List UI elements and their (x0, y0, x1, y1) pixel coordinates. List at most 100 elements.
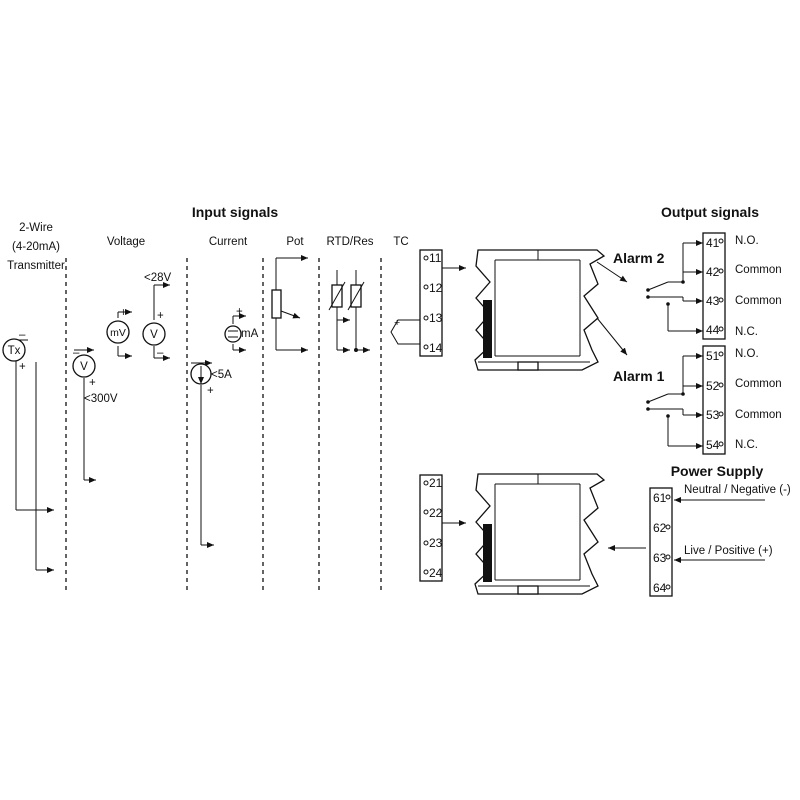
v-label-300v: V (80, 361, 88, 373)
ma-label: mA (241, 328, 259, 340)
column-label-tc: TC (393, 236, 408, 248)
voltmeter-28v (142, 322, 166, 346)
mv-plus: + (120, 307, 127, 319)
terminal-21-label: 21 (429, 476, 443, 490)
transmitter-symbol (2, 338, 26, 362)
terminal-51: 51 (706, 349, 724, 363)
label-28v: <28V (144, 272, 172, 284)
neutral-label: Neutral / Negative (-) (684, 484, 791, 496)
terminal-52: 52 (706, 379, 724, 393)
alarm1-terminal-block: 51 52 53 54 (702, 345, 726, 455)
terminal-44-label: 44 (706, 323, 720, 337)
terminal-51-label: 51 (706, 349, 720, 363)
alarm1-contact-common-2: Common (735, 409, 782, 421)
terminal-63: 63 (653, 551, 671, 565)
terminal-41-label: 41 (706, 236, 720, 250)
column-label-2wire-line2: (4-20mA) (12, 241, 60, 253)
terminal-64-label: 64 (653, 581, 667, 595)
rtd-resistors (328, 270, 370, 353)
terminal-43: 43 (706, 294, 724, 308)
tx-minus: – (19, 329, 26, 341)
column-label-current: Current (209, 236, 248, 248)
aux-terminal-21: 21 (423, 476, 443, 490)
terminal-22-label: 22 (429, 506, 443, 520)
alarm2-contact-common-1: Common (735, 264, 782, 276)
aux-terminal-24: 24 (423, 566, 443, 580)
input-terminal-block: 11 12 13 14 (419, 249, 466, 357)
column-label-voltage: Voltage (107, 236, 145, 248)
aux-terminal-23: 23 (423, 536, 443, 550)
two-wire-transmitter: Tx – + (2, 329, 54, 573)
terminal-43-label: 43 (706, 294, 720, 308)
din-rail-module-lower (474, 473, 606, 595)
ma-plus: + (236, 306, 243, 318)
voltmeter-300v (72, 354, 96, 378)
terminal-12-label: 12 (429, 281, 443, 295)
terminal-24-label: 24 (429, 566, 443, 580)
alarm1-relay (646, 353, 703, 449)
alarm2-arrow (596, 261, 628, 283)
terminal-11-label: 11 (429, 251, 442, 265)
terminal-52-label: 52 (706, 379, 720, 393)
v-label-28v: V (150, 329, 158, 341)
alarm2-label: Alarm 2 (613, 250, 665, 266)
terminal-44: 44 (706, 323, 724, 337)
column-label-pot: Pot (286, 236, 304, 248)
column-separators (65, 258, 382, 590)
terminal-61-label: 61 (653, 491, 667, 505)
terminal-64: 64 (653, 581, 671, 595)
millivolt-source (106, 320, 130, 344)
v300-plus: + (89, 377, 96, 389)
terminal-62-label: 62 (653, 521, 667, 535)
terminal-14-label: 14 (429, 341, 443, 355)
alarm1-arrow (596, 317, 628, 356)
current-sources: mA + <5A + (190, 306, 259, 548)
v28-plus: + (157, 310, 164, 322)
potentiometer (271, 255, 308, 353)
power-terminal-block: 61 62 63 64 (649, 487, 673, 597)
din-rail-module-upper (474, 249, 606, 371)
thermocouple: + (390, 317, 420, 345)
alarm1-label: Alarm 1 (613, 368, 665, 384)
terminal-63-label: 63 (653, 551, 667, 565)
milliamp-source (224, 325, 242, 343)
v28-minus: – (157, 347, 164, 359)
input-signals-heading: Input signals (192, 204, 279, 220)
pot-resistor (271, 289, 282, 319)
alarm1-contact-no: N.O. (735, 348, 759, 360)
alarm2-terminal-block: 41 42 43 44 (702, 232, 726, 340)
terminal-42-label: 42 (706, 265, 720, 279)
alarm2-contact-no: N.O. (735, 235, 759, 247)
live-label: Live / Positive (+) (684, 545, 773, 557)
terminal-62: 62 (653, 521, 671, 535)
input-terminal-11: 11 (423, 251, 442, 265)
terminal-23-label: 23 (429, 536, 443, 550)
aux-terminal-22: 22 (423, 506, 443, 520)
tx-plus: + (19, 361, 26, 373)
column-label-2wire-line1: 2-Wire (19, 222, 53, 234)
terminal-42: 42 (706, 265, 724, 279)
terminal-54: 54 (706, 438, 724, 452)
alarm1-contact-nc: N.C. (735, 439, 758, 451)
output-signals-heading: Output signals (661, 204, 759, 220)
voltage-sources: V – + <300V mV + V <28V + – (72, 272, 172, 483)
terminal-61: 61 (653, 491, 671, 505)
tx-label: Tx (8, 345, 21, 357)
alarm2-relay (646, 240, 703, 334)
label-5a: <5A (211, 369, 232, 381)
terminal-53: 53 (706, 408, 724, 422)
alarm2-contact-common-2: Common (735, 295, 782, 307)
terminal-13-label: 13 (429, 311, 443, 325)
column-label-rtd: RTD/Res (326, 236, 373, 248)
input-terminal-12: 12 (423, 281, 443, 295)
power-supply-heading: Power Supply (671, 463, 764, 479)
alarm1-contact-common-1: Common (735, 378, 782, 390)
terminal-54-label: 54 (706, 438, 720, 452)
input-terminal-14: 14 (423, 341, 443, 355)
input-terminal-13: 13 (423, 311, 443, 325)
alarm2-contact-nc: N.C. (735, 326, 758, 338)
label-300v: <300V (84, 393, 118, 405)
mv-label: mV (110, 327, 126, 339)
terminal-41: 41 (706, 236, 724, 250)
